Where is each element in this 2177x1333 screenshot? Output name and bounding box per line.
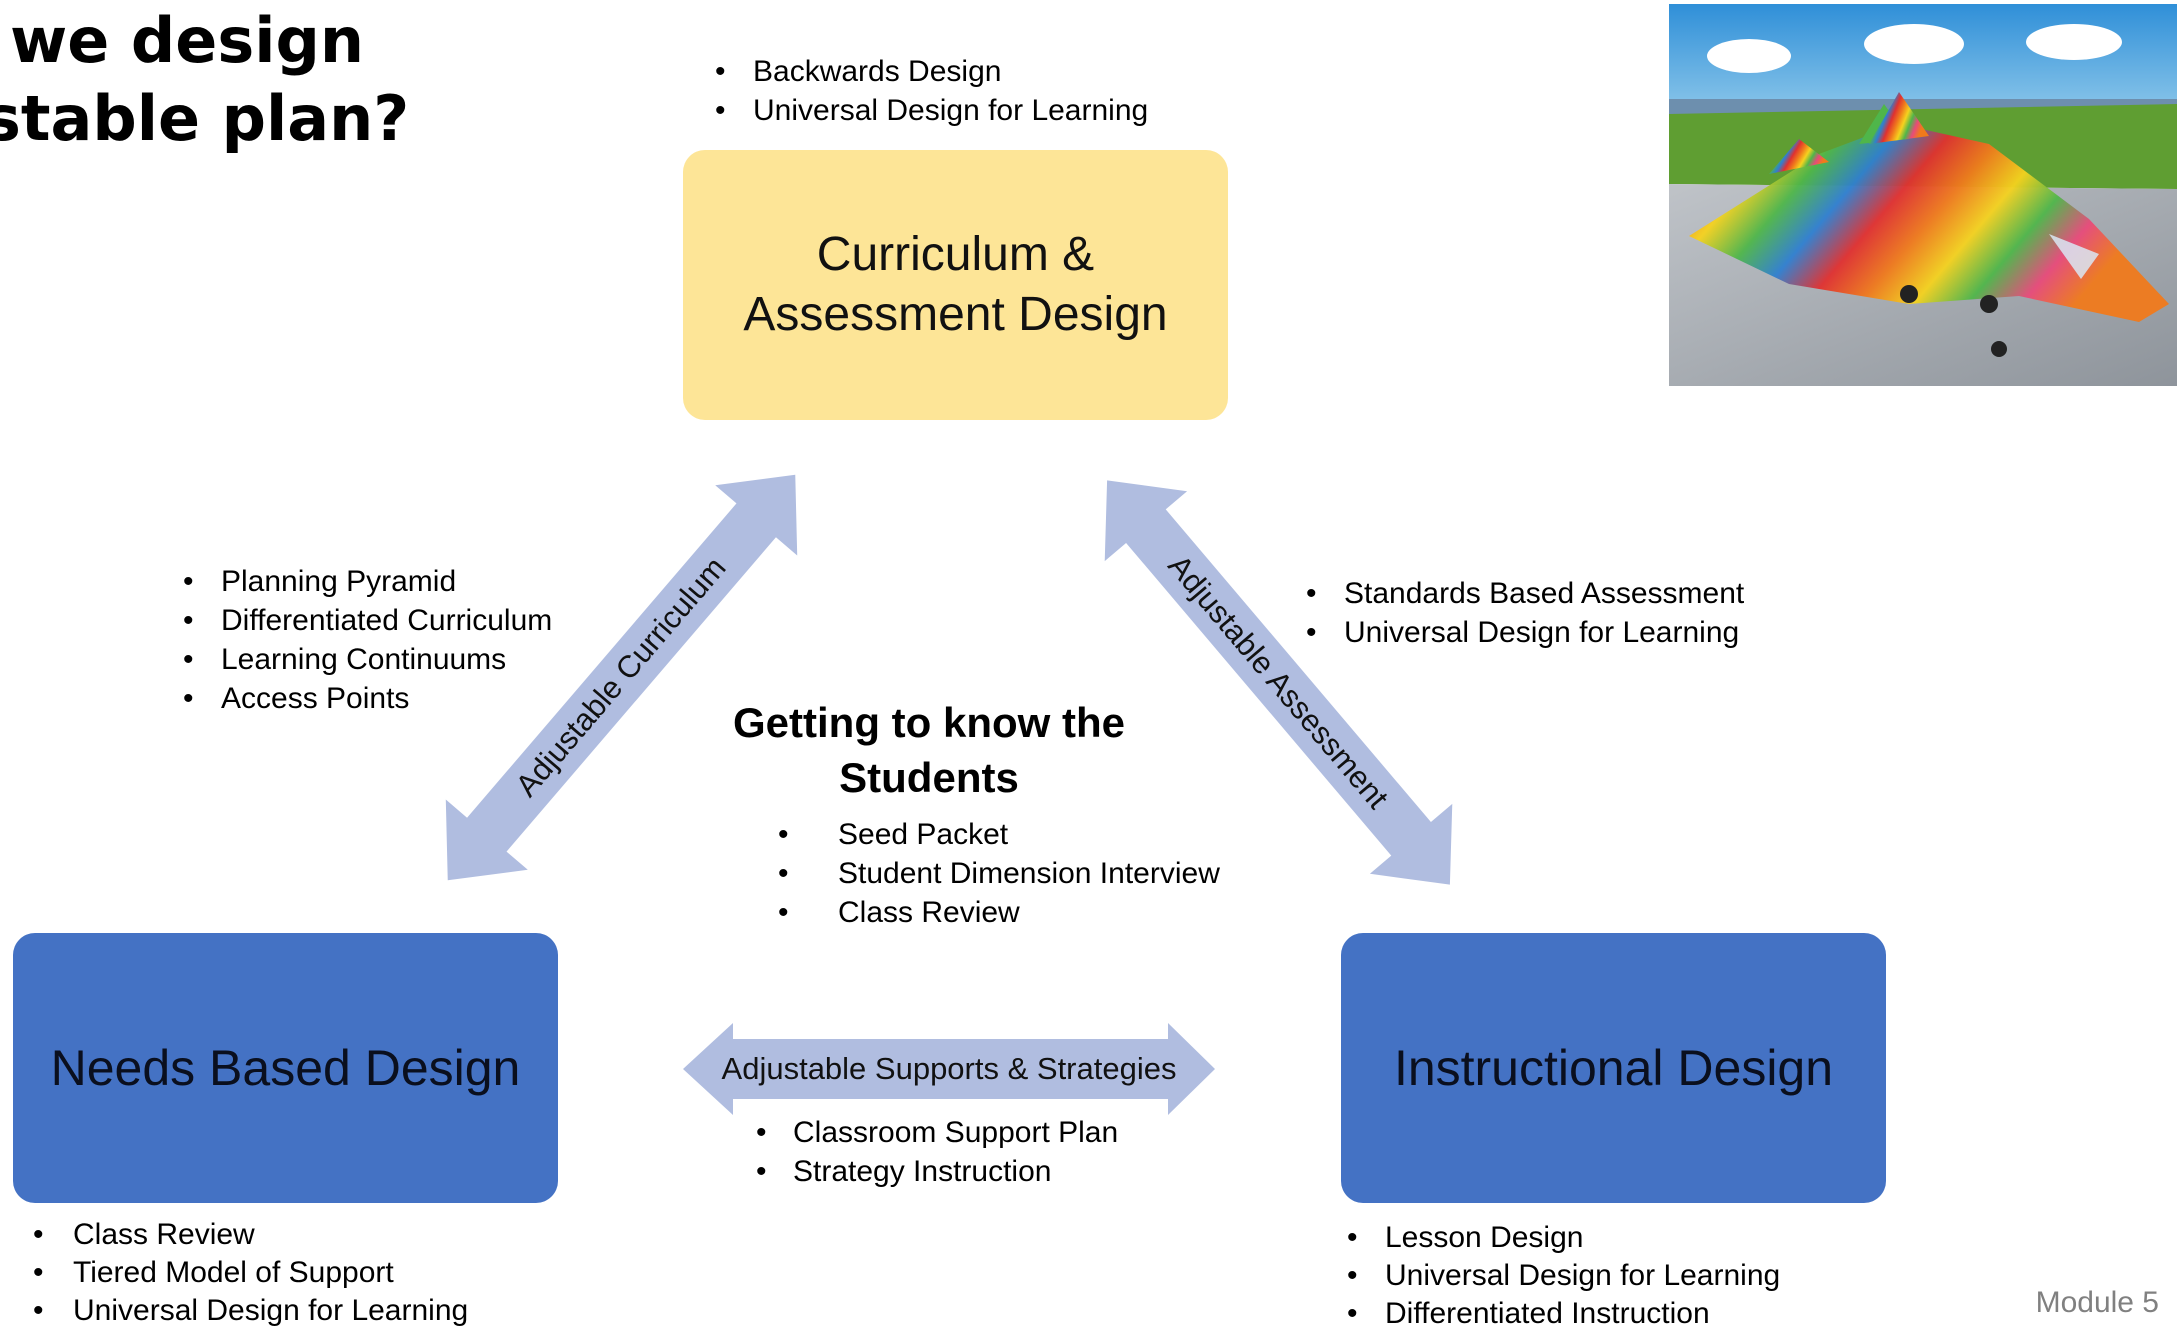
list-item: Strategy Instruction [756,1152,1118,1191]
list-item: Lesson Design [1347,1219,1780,1257]
needs-based-design-box: Needs Based Design [13,933,558,1203]
right-list: Standards Based Assessment Universal Des… [1306,574,1744,652]
list-item: Universal Design for Learning [1306,613,1744,652]
title-line-1: we design [10,4,365,77]
instructional-design-box: Instructional Design [1341,933,1886,1203]
title-line-2: stable plan? [0,82,410,155]
list-item: Differentiated Curriculum [183,601,552,640]
bottom-center-list: Classroom Support Plan Strategy Instruct… [756,1113,1118,1191]
list-item: Universal Design for Learning [715,91,1148,130]
adjustable-supports-arrow [683,1023,1215,1115]
list-item: Universal Design for Learning [1347,1257,1780,1295]
list-item: Universal Design for Learning [33,1292,468,1330]
list-item: Student Dimension Interview [778,854,1220,893]
top-list: Backwards Design Universal Design for Le… [715,52,1148,130]
bottom-right-list: Lesson Design Universal Design for Learn… [1347,1219,1780,1333]
list-item: Class Review [33,1216,468,1254]
curriculum-assessment-box: Curriculum & Assessment Design [683,150,1228,420]
box-label-line-2: Assessment Design [743,288,1168,341]
module-label: Module 5 [2035,1286,2159,1319]
list-item: Standards Based Assessment [1306,574,1744,613]
list-item: Learning Continuums [183,640,552,679]
bottom-left-list: Class Review Tiered Model of Support Uni… [33,1216,468,1330]
center-title-line-1: Getting to know the [733,699,1125,746]
center-title: Getting to know the Students [690,695,1168,805]
box-label: Needs Based Design [50,1040,521,1096]
list-item: Classroom Support Plan [756,1113,1118,1152]
list-item: Tiered Model of Support [33,1254,468,1292]
model-jet-photo [1669,4,2177,386]
list-item: Class Review [778,893,1220,932]
list-item: Backwards Design [715,52,1148,91]
left-list: Planning Pyramid Differentiated Curricul… [183,562,552,718]
center-title-line-2: Students [839,754,1019,801]
slide-title: we design stable plan? [0,2,516,158]
center-list: Seed Packet Student Dimension Interview … [778,815,1220,932]
adjustable-supports-label: Adjustable Supports & Strategies [721,1051,1177,1086]
list-item: Planning Pyramid [183,562,552,601]
list-item: Access Points [183,679,552,718]
adjustable-assessment-arrow [1104,480,1453,885]
adjustable-curriculum-arrow [445,474,798,881]
list-item: Seed Packet [778,815,1220,854]
box-label: Instructional Design [1393,1040,1834,1096]
box-label-line-1: Curriculum & [816,228,1095,281]
list-item: Differentiated Instruction [1347,1295,1780,1333]
